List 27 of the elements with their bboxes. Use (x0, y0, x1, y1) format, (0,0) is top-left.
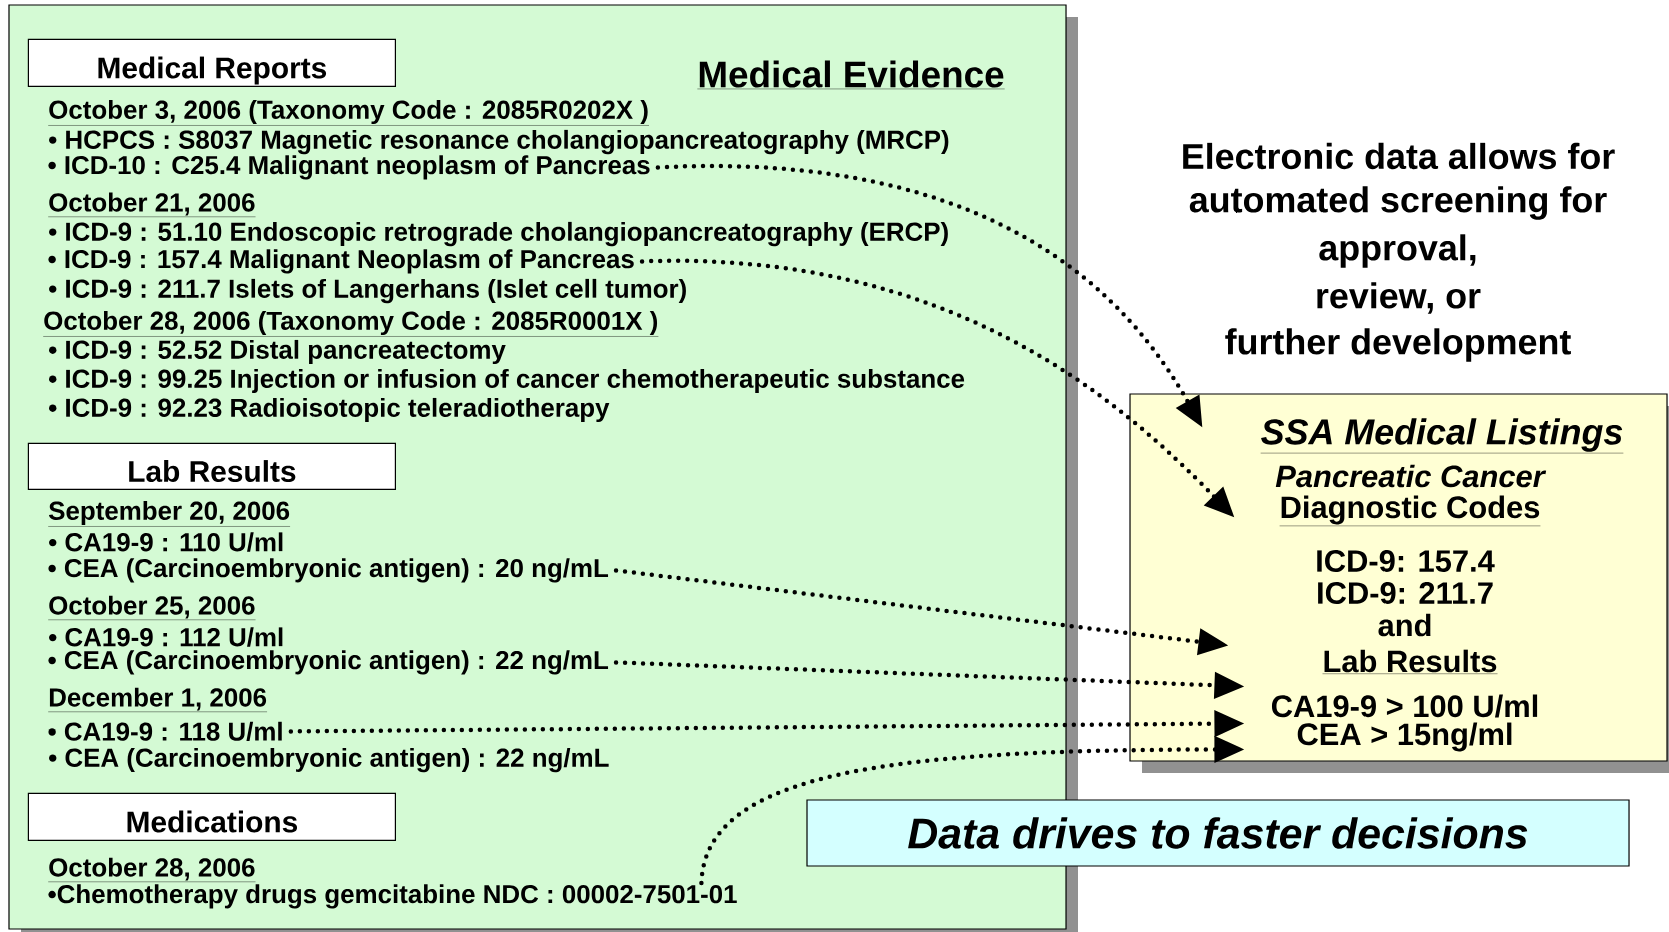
record-line: • HCPCS : S8037 Magnetic resonance cholangiopancreatography (MRCP) (49, 129, 949, 155)
record-line: • CEA (Carcinoembryonic antigen) : 22 ng/mL (49, 747, 609, 773)
record-line: • CA19-9 : 118 U/ml (48, 721, 282, 742)
date-heading: October 28, 2006 (Taxonomy Code : 2085R0001X ) (43, 310, 659, 337)
date-heading: October 21, 2006 (48, 192, 256, 217)
record-line: • CEA (Carcinoembryonic antigen) : 22 ng/mL (48, 650, 609, 675)
record-line: • ICD-10 : C25.4 Malignant neoplasm of Pancreas (48, 155, 650, 180)
statement-text: Electronic data allows for (1183, 142, 1615, 170)
record-line: • CA19-9 : 110 U/ml (49, 532, 283, 552)
record-line: • ICD-9 : 52.52 Distal pancreatectomy (49, 339, 506, 365)
record-line: • ICD-9 : 51.10 Endoscopic retrograde cholangiopancreatography (ERCP) (49, 221, 948, 247)
record-line: • CA19-9 : 112 U/ml (49, 627, 283, 647)
statement-text: review, or (1317, 282, 1481, 314)
section-header-box: Lab Results (27, 442, 396, 490)
section-header-box: Medical Reports (27, 38, 396, 87)
listing-box: SSA Medical Listings Pancreatic Cancer Diagnostic Codes ICD-9: 157.4 ICD-9: 211.7 and Lab Results CA19-9 > 100 U/ml CEA > 15ng/ml (1129, 393, 1669, 773)
record-line: • ICD-9 : 211.7 Islets of Langerhans (Islet cell tumor) (49, 278, 686, 304)
section-header-box: Medications (27, 792, 396, 841)
banner-box: Data drives to faster decisions (806, 799, 1630, 867)
statement-text: automated screening for (1189, 186, 1607, 220)
date-heading: December 1, 2006 (48, 687, 268, 712)
record-line: •Chemotherapy drugs gemcitabine NDC : 00002-7501-01 (48, 884, 737, 909)
record-line: • ICD-9 : 157.4 Malignant Neoplasm of Pancreas (48, 249, 634, 274)
record-line: • ICD-9 : 99.25 Injection or infusion of cancer chemotherapeutic substance (49, 368, 965, 394)
record-line: • CEA (Carcinoembryonic antigen) : 20 ng/mL (48, 558, 609, 583)
statement-text: approval, (1319, 234, 1476, 268)
date-heading: October 25, 2006 (48, 595, 256, 620)
